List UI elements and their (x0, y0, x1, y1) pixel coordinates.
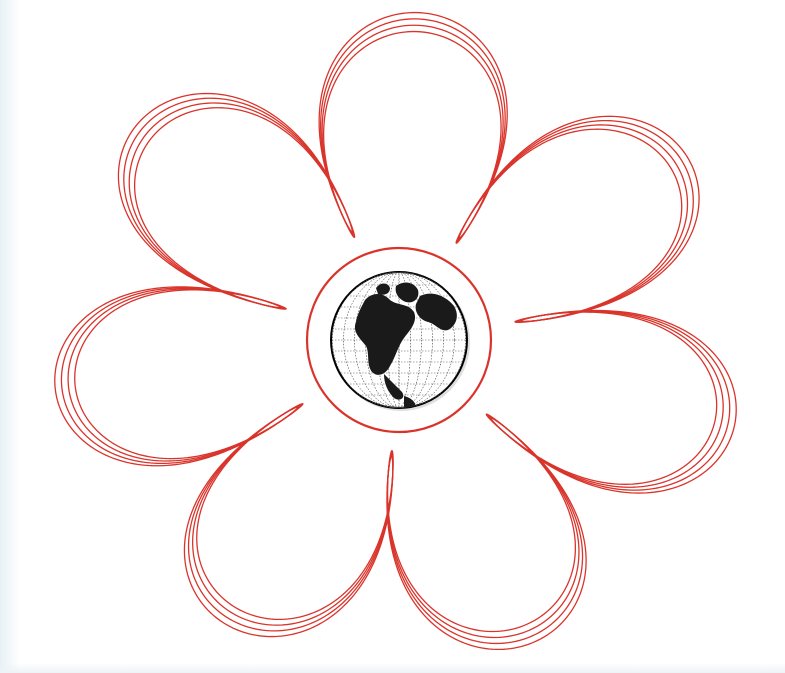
earth-globe (320, 272, 478, 411)
